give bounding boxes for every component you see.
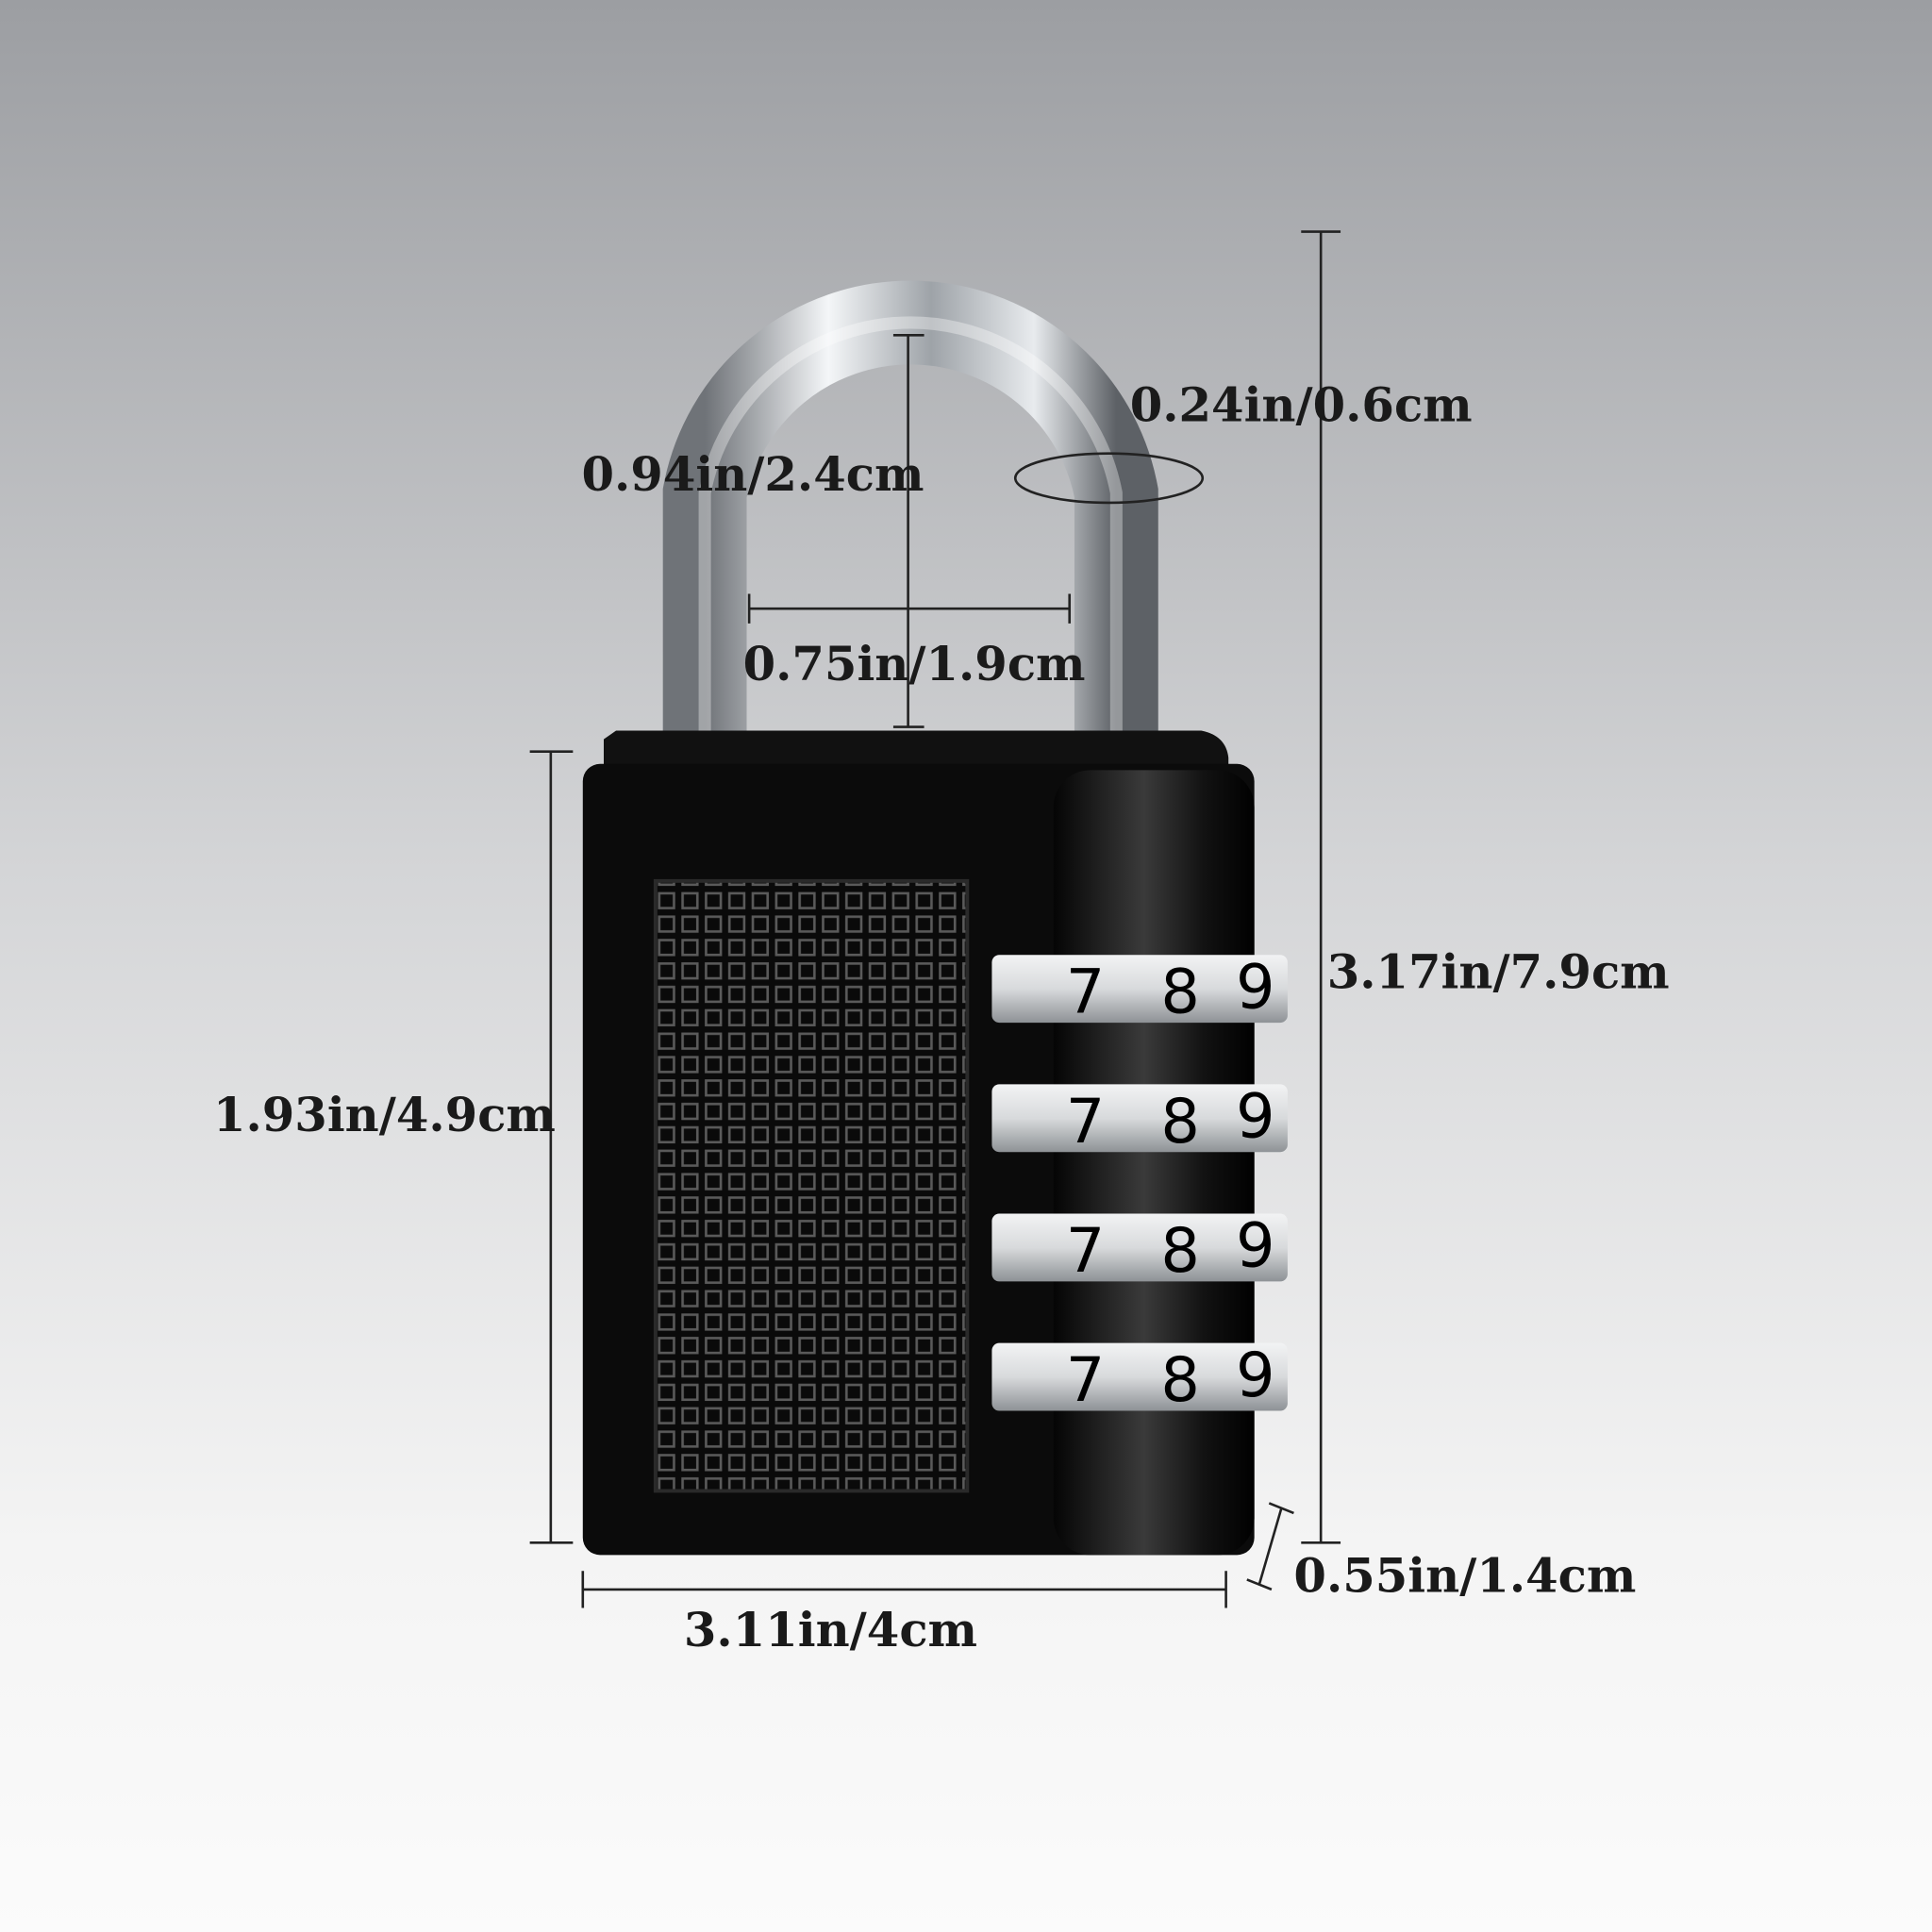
shackle-inner-height-line: [892, 333, 924, 728]
dial-digit: 8: [1160, 1086, 1200, 1158]
dial-2[interactable]: 7 8 9: [991, 1081, 1288, 1158]
dial-digit: 8: [1160, 957, 1200, 1028]
dial-digit: 9: [1236, 1210, 1275, 1282]
body-height-label: 1.93in/4.9cm: [213, 1087, 556, 1142]
dial-1[interactable]: 7 8 9: [991, 951, 1288, 1028]
combination-dials: 7 8 9 7 8 9 7 8 9 7 8 9: [991, 951, 1288, 1416]
dial-digit: 7: [1066, 1086, 1106, 1158]
total-height-label: 3.17in/7.9cm: [1327, 944, 1670, 1000]
dial-digit: 7: [1066, 1344, 1106, 1416]
dial-digit: 9: [1236, 951, 1275, 1023]
body-width-label: 3.11in/4cm: [684, 1602, 977, 1657]
shackle: [662, 280, 1158, 752]
dimension-labels: 0.94in/2.4cm 0.24in/0.6cm 0.75in/1.9cm 3…: [213, 377, 1670, 1657]
shackle-diameter-ring: [1013, 452, 1205, 505]
body-width-line: [581, 1571, 1227, 1608]
dial-digit: 7: [1066, 957, 1106, 1028]
body-depth-line: [1246, 1502, 1294, 1591]
dial-digit: 8: [1160, 1344, 1200, 1416]
dial-4[interactable]: 7 8 9: [991, 1340, 1288, 1416]
shackle-inner-width-line: [747, 593, 1072, 624]
shackle-diameter-label: 0.24in/0.6cm: [1130, 377, 1473, 433]
total-height-line: [1301, 230, 1341, 1544]
dial-digit: 8: [1160, 1215, 1200, 1287]
dial-3[interactable]: 7 8 9: [991, 1210, 1288, 1287]
dimension-lines: [529, 230, 1341, 1608]
dial-digit: 9: [1236, 1340, 1275, 1411]
grip-texture-panel: [653, 878, 970, 1493]
body-depth-label: 0.55in/1.4cm: [1293, 1548, 1636, 1604]
body-height-line: [529, 750, 574, 1544]
shackle-inner-width-label: 0.75in/1.9cm: [743, 636, 1086, 691]
dial-digit: 9: [1236, 1081, 1275, 1153]
dial-digit: 7: [1066, 1215, 1106, 1287]
shackle-inner-height-label: 0.94in/2.4cm: [581, 446, 924, 502]
